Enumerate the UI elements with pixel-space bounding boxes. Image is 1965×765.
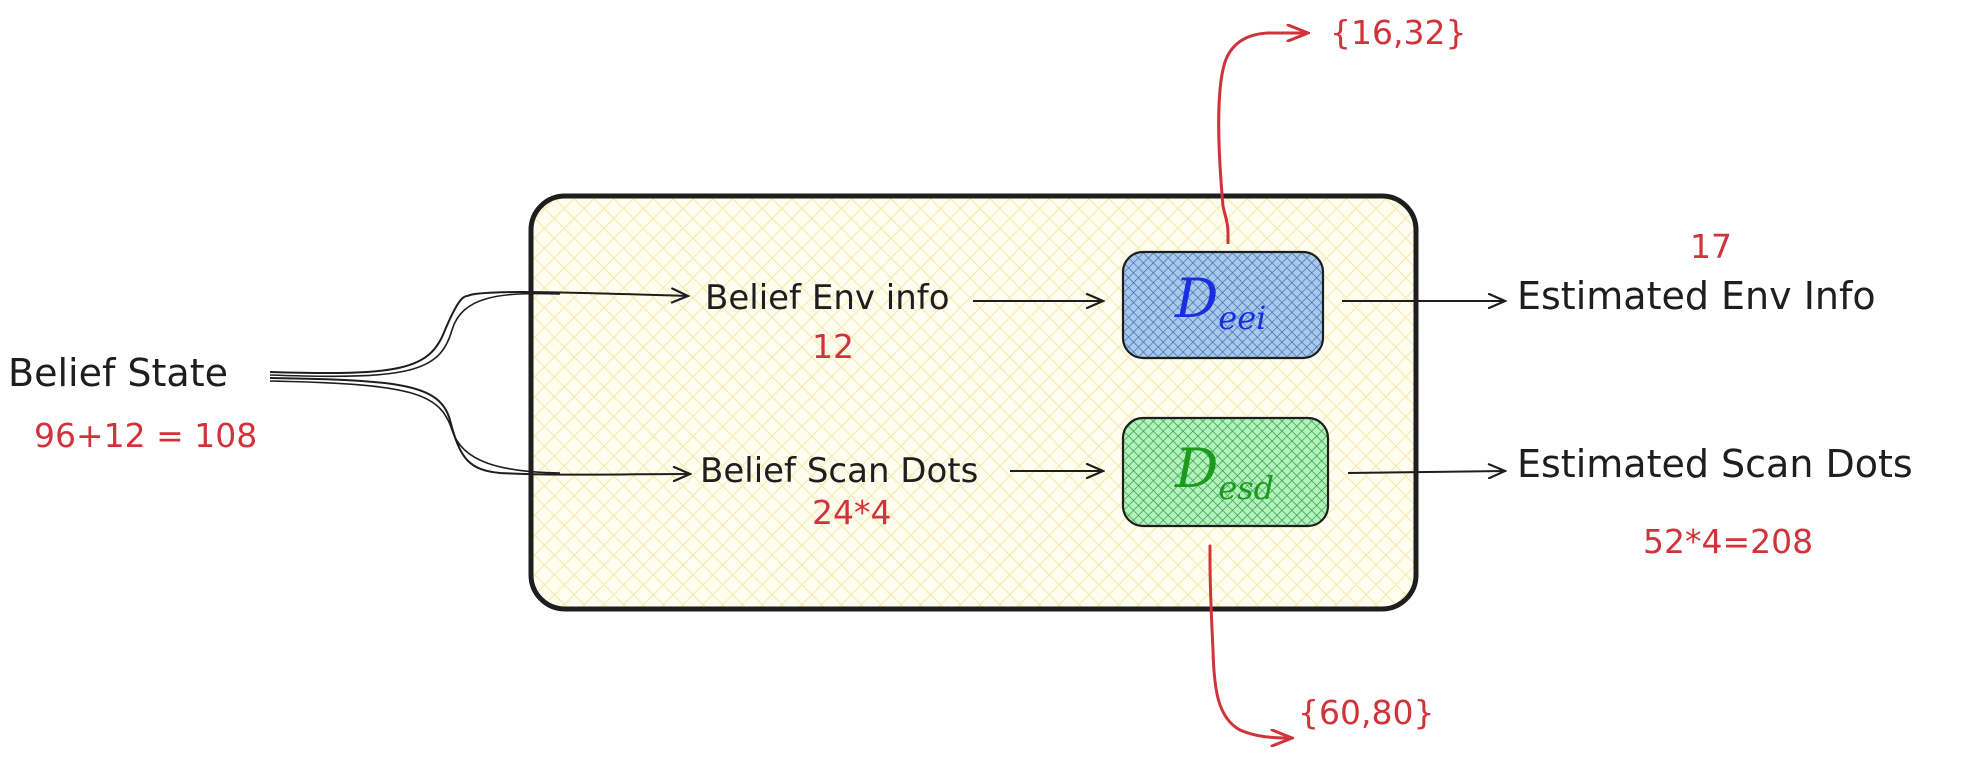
input-dim: 96+12 = 108: [34, 416, 257, 455]
decoder-esd-box: [1121, 416, 1330, 528]
arrow-decoder-to-scan-out: [1347, 471, 1505, 473]
decoder-eei-box: [1121, 250, 1325, 360]
fork-arrow-env-2: [269, 292, 561, 378]
decoder-esd-hidden-sizes: {60,80}: [1298, 693, 1434, 732]
arrow-eei-hidden: [1217, 33, 1308, 234]
output-scan-dim: 52*4=208: [1643, 522, 1813, 561]
decoder-esd-symbol: Desd: [1174, 437, 1274, 507]
branch-scan-label: Belief Scan Dots: [700, 451, 978, 491]
decoder-eei-symbol: Deei: [1174, 267, 1266, 337]
output-env-dim: 17: [1690, 227, 1732, 266]
branch-scan-dim: 24*4: [812, 493, 892, 532]
arrow-esd-hidden: [1208, 544, 1292, 738]
fork-arrow-scan-2: [269, 380, 561, 474]
branch-env-label: Belief Env info: [705, 278, 950, 318]
branch-env-dim: 12: [812, 327, 854, 366]
decoder-eei-hidden-sizes: {16,32}: [1330, 13, 1466, 52]
fork-arrow-env: [269, 292, 688, 375]
input-label: Belief State: [8, 351, 228, 395]
fork-arrow-scan: [269, 377, 690, 475]
output-scan-label: Estimated Scan Dots: [1517, 442, 1913, 486]
output-env-label: Estimated Env Info: [1517, 274, 1876, 318]
